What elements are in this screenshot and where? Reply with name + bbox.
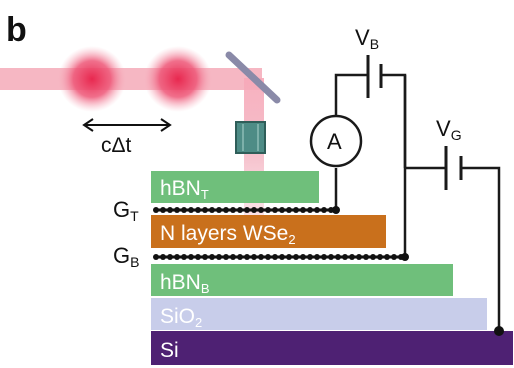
delay-label: cΔt: [101, 134, 132, 157]
layer-hbn-top-label: hBNT: [160, 177, 209, 202]
graphene-atom: [216, 254, 222, 260]
graphene-atom: [181, 254, 187, 260]
graphene-atom: [230, 254, 236, 260]
laser-pulse: [144, 46, 212, 112]
graphene-bottom-contact: [153, 254, 408, 260]
graphene-atom: [188, 254, 194, 260]
junction-dot: [401, 253, 409, 261]
ammeter: [309, 114, 363, 168]
layer-wse2: [151, 215, 386, 248]
graphene-atom: [370, 254, 376, 260]
graphene-atom: [223, 207, 229, 213]
junction-dot: [494, 326, 504, 336]
graphene-atom: [286, 207, 292, 213]
graphene-atom: [349, 254, 355, 260]
graphene-atom: [328, 254, 334, 260]
graphene-atom: [342, 254, 348, 260]
laser-beam-horizontal: [0, 68, 262, 90]
graphene-atom: [216, 207, 222, 213]
layer-hbn-top: [151, 171, 319, 203]
graphene-atom: [258, 254, 264, 260]
panel-label: b: [6, 11, 27, 49]
gate-bottom-label: GB: [113, 243, 139, 270]
gate-top-label: GT: [113, 197, 139, 224]
graphene-atom: [321, 207, 327, 213]
graphene-atom: [279, 207, 285, 213]
graphene-atom: [391, 254, 397, 260]
gate-voltage-label: VG: [436, 116, 462, 143]
graphene-atom: [356, 254, 362, 260]
graphene-atom: [244, 207, 250, 213]
gate-voltage-source: [444, 146, 463, 190]
graphene-atom: [265, 207, 271, 213]
graphene-atom: [237, 254, 243, 260]
graphene-atom: [251, 207, 257, 213]
graphene-atom: [202, 254, 208, 260]
laser-pulse: [58, 46, 126, 112]
mirror: [225, 51, 281, 104]
graphene-atom: [363, 254, 369, 260]
graphene-atom: [279, 254, 285, 260]
objective-lens: [235, 121, 266, 154]
layer-sio2-label: SiO2: [160, 305, 202, 330]
graphene-atom: [195, 207, 201, 213]
graphene-atom: [244, 254, 250, 260]
graphene-top-contact: [153, 207, 336, 213]
graphene-atom: [167, 207, 173, 213]
graphene-atom: [174, 254, 180, 260]
graphene-atom: [272, 207, 278, 213]
graphene-atom: [153, 254, 159, 260]
graphene-atom: [293, 207, 299, 213]
graphene-atom: [300, 207, 306, 213]
graphene-atom: [167, 254, 173, 260]
graphene-atom: [272, 254, 278, 260]
layer-wse2-label: N layers WSe2: [160, 222, 296, 247]
layer-si-label: Si: [160, 339, 179, 362]
delay-arrow: [82, 118, 172, 132]
graphene-atom: [377, 254, 383, 260]
graphene-atom: [335, 254, 341, 260]
graphene-atom: [265, 254, 271, 260]
graphene-atom: [300, 254, 306, 260]
graphene-atom: [174, 207, 180, 213]
graphene-atom: [181, 207, 187, 213]
graphene-atom: [160, 207, 166, 213]
junction-dot: [332, 206, 340, 214]
graphene-atom: [314, 207, 320, 213]
graphene-atom: [223, 254, 229, 260]
layer-sio2: [151, 298, 487, 330]
graphene-atom: [209, 254, 215, 260]
bias-voltage-source: [366, 55, 383, 98]
graphene-atom: [188, 207, 194, 213]
ammeter-label: A: [327, 129, 342, 154]
graphene-atom: [286, 254, 292, 260]
layer-hbn-bottom-label: hBNB: [160, 271, 210, 296]
graphene-atom: [258, 207, 264, 213]
layer-si: [151, 331, 513, 365]
bias-voltage-label: VB: [355, 25, 379, 52]
graphene-atom: [209, 207, 215, 213]
graphene-atom: [314, 254, 320, 260]
graphene-atom: [251, 254, 257, 260]
graphene-atom: [307, 207, 313, 213]
graphene-atom: [153, 207, 159, 213]
graphene-atom: [384, 254, 390, 260]
graphene-atom: [321, 254, 327, 260]
graphene-atom: [293, 254, 299, 260]
layer-hbn-bottom: [151, 264, 453, 296]
graphene-atom: [202, 207, 208, 213]
graphene-atom: [230, 207, 236, 213]
graphene-atom: [195, 254, 201, 260]
graphene-atom: [160, 254, 166, 260]
graphene-atom: [307, 254, 313, 260]
graphene-atom: [237, 207, 243, 213]
